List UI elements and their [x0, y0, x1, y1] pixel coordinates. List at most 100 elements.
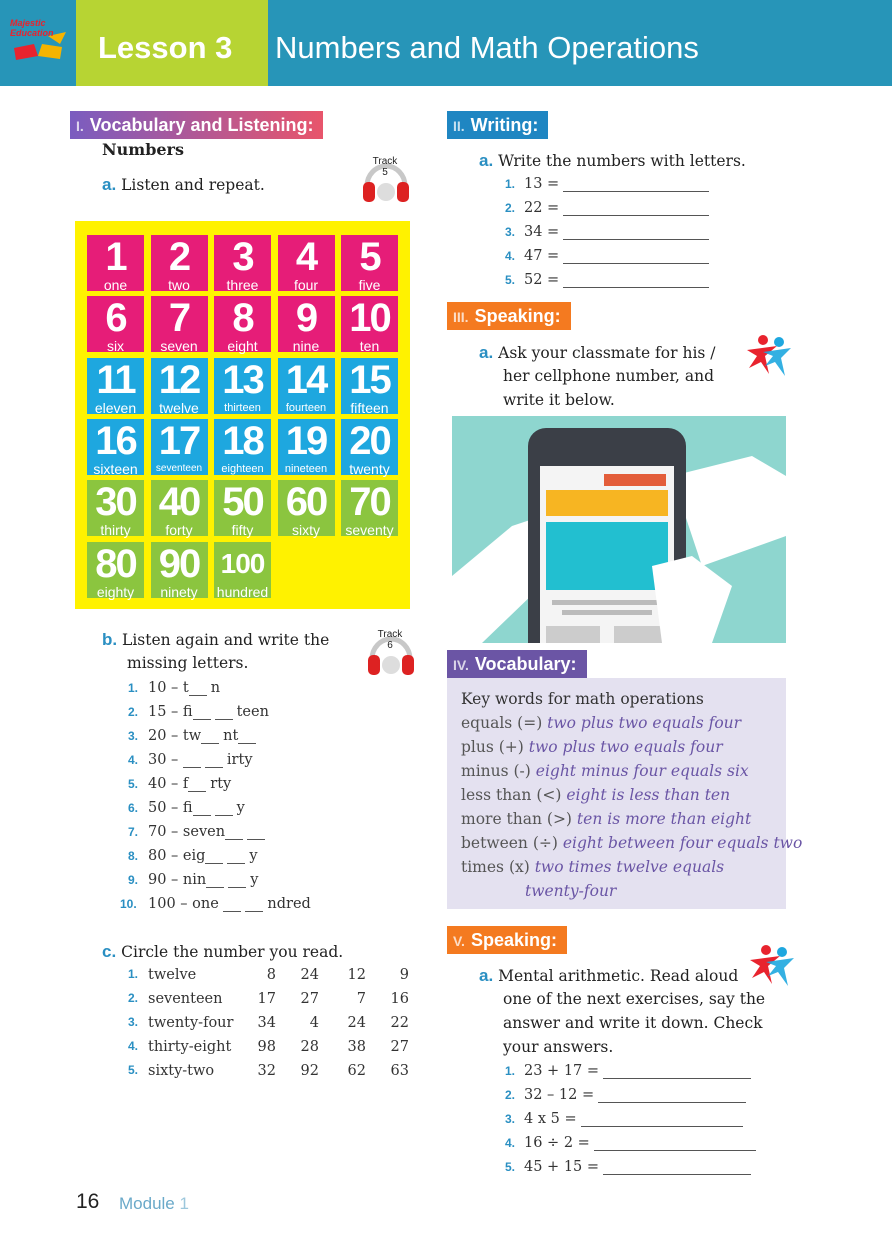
vocab-row: minus (-) eight minus four equals six: [461, 762, 749, 780]
blank-line[interactable]: [563, 226, 710, 240]
tile-number: 1: [105, 235, 127, 279]
tile-number: 5: [359, 235, 381, 279]
blank-line[interactable]: [182, 754, 201, 768]
blank-line[interactable]: [205, 850, 224, 864]
blank-line[interactable]: [563, 202, 710, 216]
text: 100 – one: [148, 896, 224, 912]
tile-word: nineteen: [284, 462, 328, 475]
blank-line[interactable]: [563, 274, 710, 288]
number-option[interactable]: 32: [257, 1063, 276, 1079]
number-option[interactable]: 63: [390, 1063, 409, 1079]
blank-line[interactable]: [223, 898, 242, 912]
blank-line[interactable]: [201, 730, 220, 744]
lesson-tab: [76, 0, 268, 86]
text: 16 ÷ 2 =: [524, 1135, 590, 1151]
text: 34 =: [524, 224, 560, 240]
text: equals (=): [461, 714, 548, 732]
tile-number: 40: [158, 480, 202, 525]
blank-line[interactable]: [238, 730, 257, 744]
blank-line[interactable]: [206, 874, 225, 888]
blank-line[interactable]: [227, 850, 246, 864]
text: thirty-eight: [148, 1039, 232, 1055]
number-option[interactable]: 4: [309, 1015, 319, 1031]
blank-line[interactable]: [580, 1113, 743, 1127]
number-option[interactable]: 7: [356, 991, 366, 1007]
vocab-row-continuation: twenty-four: [525, 882, 617, 900]
number-option[interactable]: 98: [257, 1039, 276, 1055]
blank-line[interactable]: [598, 1089, 747, 1103]
text: 15 – fi: [148, 704, 193, 720]
number-option[interactable]: 24: [300, 967, 319, 983]
blank-line[interactable]: [603, 1161, 752, 1175]
text: 13 =: [524, 176, 560, 192]
exercise-a-instruction: a. Listen and repeat.: [102, 175, 265, 194]
missing-letters-item: 7.70 – seven: [128, 824, 269, 840]
section-vocab-listening-header: I.Vocabulary and Listening:: [70, 111, 324, 139]
blank-line[interactable]: [214, 802, 233, 816]
mental-arithmetic-item: 3.4 x 5 =: [505, 1111, 747, 1127]
number-option[interactable]: 38: [347, 1039, 366, 1055]
blank-line[interactable]: [247, 826, 266, 840]
tile-word: one: [103, 277, 128, 293]
text: 3.: [128, 729, 139, 743]
tile-number: 6: [105, 296, 127, 341]
number-option[interactable]: 28: [300, 1039, 319, 1055]
number-option[interactable]: 12: [347, 967, 366, 983]
number-option[interactable]: 16: [390, 991, 409, 1007]
blank-line[interactable]: [593, 1137, 756, 1151]
section-subtitle: Numbers: [102, 140, 184, 159]
tile-word: seventeen: [155, 462, 203, 474]
number-option[interactable]: 17: [257, 991, 276, 1007]
vocab-row: between (÷) eight between four equals tw…: [461, 834, 802, 852]
tile-word: eight: [227, 338, 258, 355]
blank-line[interactable]: [563, 250, 710, 264]
text: 1.: [128, 967, 139, 981]
number-option[interactable]: 92: [300, 1063, 319, 1079]
number-option[interactable]: 27: [300, 991, 319, 1007]
blank-line[interactable]: [245, 898, 264, 912]
text: y: [236, 800, 245, 816]
blank-line[interactable]: [192, 802, 211, 816]
number-option[interactable]: 8: [266, 967, 276, 983]
text: 5.: [128, 1063, 139, 1077]
tile-word: ten: [359, 338, 380, 355]
number-option[interactable]: 22: [390, 1015, 409, 1031]
number-option[interactable]: 9: [399, 967, 409, 983]
number-option[interactable]: 27: [390, 1039, 409, 1055]
number-option[interactable]: 24: [347, 1015, 366, 1031]
number-option[interactable]: 34: [257, 1015, 276, 1031]
mental-a-line2: one of the next exercises, say the: [503, 990, 766, 1008]
blank-line[interactable]: [603, 1065, 752, 1079]
logo-book-icon: [14, 32, 66, 60]
tile-number: 30: [95, 480, 138, 525]
text: 50 – fi: [148, 800, 193, 816]
text: between (÷): [461, 834, 563, 852]
blank-line[interactable]: [204, 754, 223, 768]
blank-line[interactable]: [188, 682, 207, 696]
blank-line[interactable]: [188, 778, 207, 792]
blank-line[interactable]: [214, 706, 233, 720]
blank-line[interactable]: [192, 706, 211, 720]
section-speaking-header: III.Speaking:: [447, 302, 571, 330]
text: 9.: [128, 873, 139, 887]
tile-word: forty: [165, 522, 193, 539]
blank-line[interactable]: [228, 874, 247, 888]
blank-line[interactable]: [563, 178, 710, 192]
number-option[interactable]: 62: [347, 1063, 366, 1079]
tile-word: thirty: [100, 522, 131, 539]
blank-line[interactable]: [225, 826, 244, 840]
